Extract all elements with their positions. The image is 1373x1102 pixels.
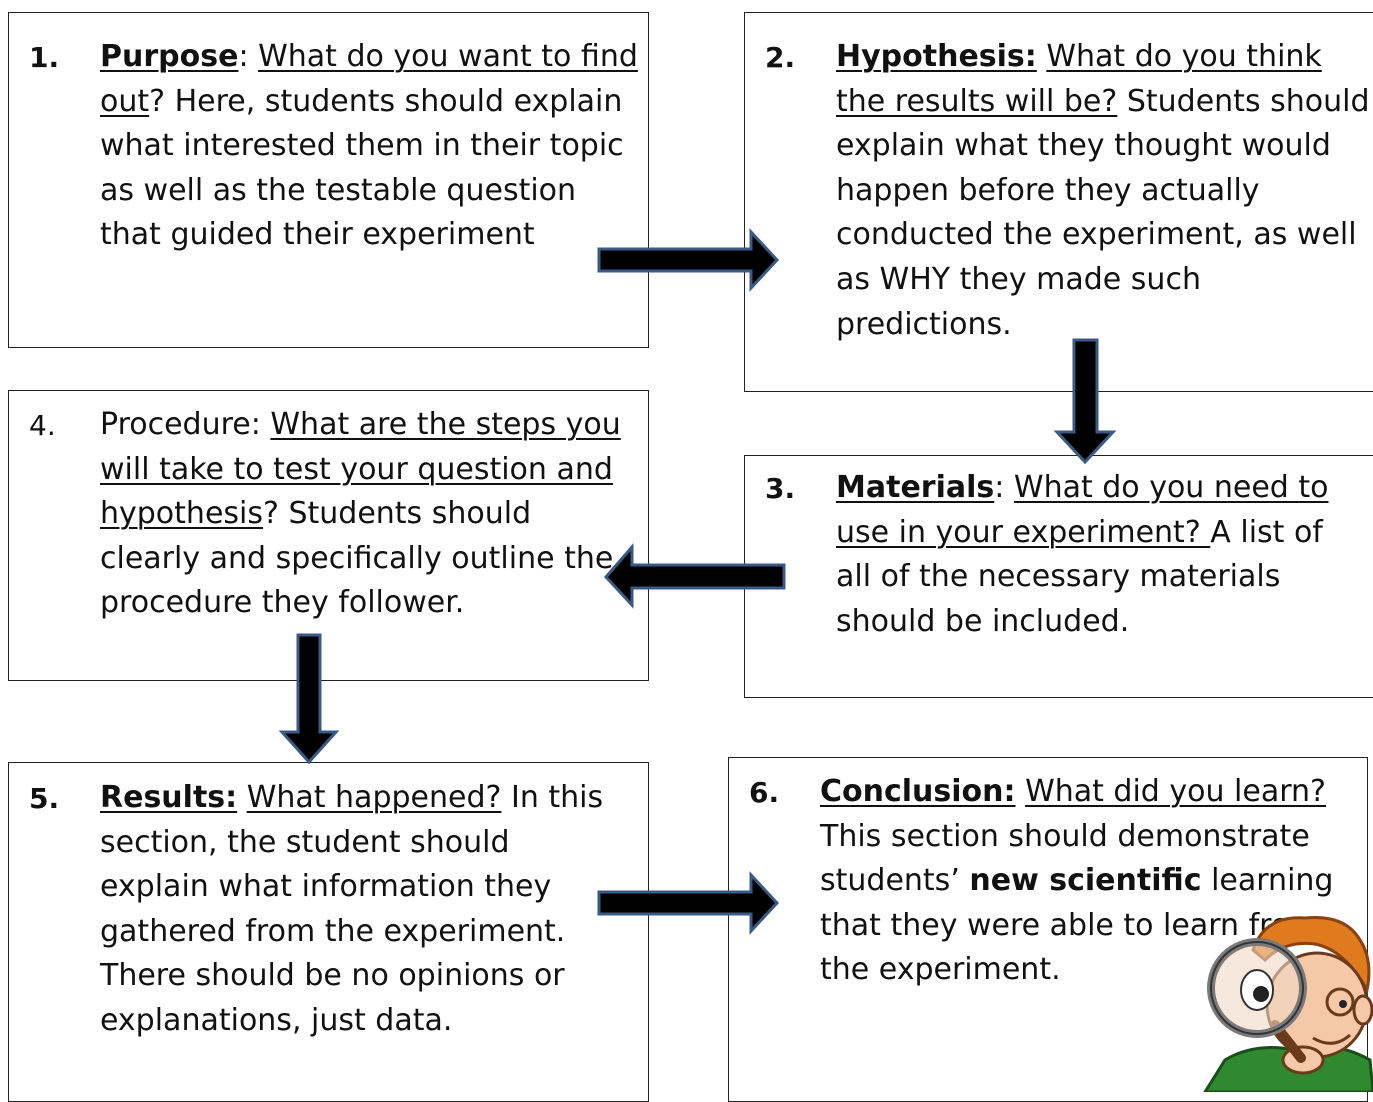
scientist-with-magnifying-glass-icon: [1203, 915, 1373, 1092]
step-number: 6.: [749, 776, 780, 809]
step-text: Hypothesis: What do you think the result…: [836, 35, 1371, 347]
step-box-conclusion: 6. Conclusion: What did you learn? This …: [728, 757, 1368, 1102]
step-question: What happened?: [246, 780, 502, 815]
step-box-procedure: 4. Procedure: What are the steps you wil…: [8, 390, 649, 681]
step-description: A list of all of the necessary materials…: [836, 514, 1323, 639]
step-text: Conclusion: What did you learn? This sec…: [820, 774, 1334, 988]
step-text: Results: What happened? In this section,…: [100, 776, 610, 1044]
step-number: 1.: [29, 41, 60, 74]
step-question: What are the steps you will take to test…: [100, 407, 621, 532]
step-title: Results:: [100, 780, 238, 815]
step-title: Purpose: [100, 39, 239, 74]
step-question: What did you learn?: [1025, 774, 1326, 809]
step-description: ? Students should clearly and specifical…: [100, 496, 614, 621]
step-number: 3.: [765, 472, 796, 505]
step-number: 5.: [29, 782, 60, 815]
step-title: Conclusion:: [820, 774, 1016, 809]
step-description: In this section, the student should expl…: [100, 780, 604, 1038]
step-title: Procedure:: [100, 407, 261, 442]
step-box-results: 5. Results: What happened? In this secti…: [8, 762, 649, 1102]
step-text: Procedure: What are the steps you will t…: [100, 403, 640, 626]
step-description: Students should explain what they though…: [836, 83, 1370, 342]
step-text: Materials: What do you need to use in yo…: [836, 470, 1329, 639]
step-number: 2.: [765, 41, 796, 74]
step-title: Hypothesis:: [836, 39, 1037, 74]
step-description: ? Here, students should explain what int…: [100, 83, 624, 253]
step-question: What do you need to use in your experime…: [836, 470, 1329, 550]
step-emphasis: new scientific: [969, 863, 1202, 899]
step-question: What do you think the results will be?: [836, 39, 1322, 119]
step-title: Materials: [836, 470, 995, 505]
step-box-materials: 3. Materials: What do you need to use in…: [744, 455, 1373, 698]
step-box-hypothesis: 2. Hypothesis: What do you think the res…: [744, 12, 1373, 392]
step-number: 4.: [29, 409, 56, 442]
step-text: Purpose: What do you want to find out? H…: [100, 39, 638, 253]
step-box-purpose: 1. Purpose: What do you want to find out…: [8, 12, 649, 348]
step-question: What do you want to find out: [100, 39, 638, 119]
